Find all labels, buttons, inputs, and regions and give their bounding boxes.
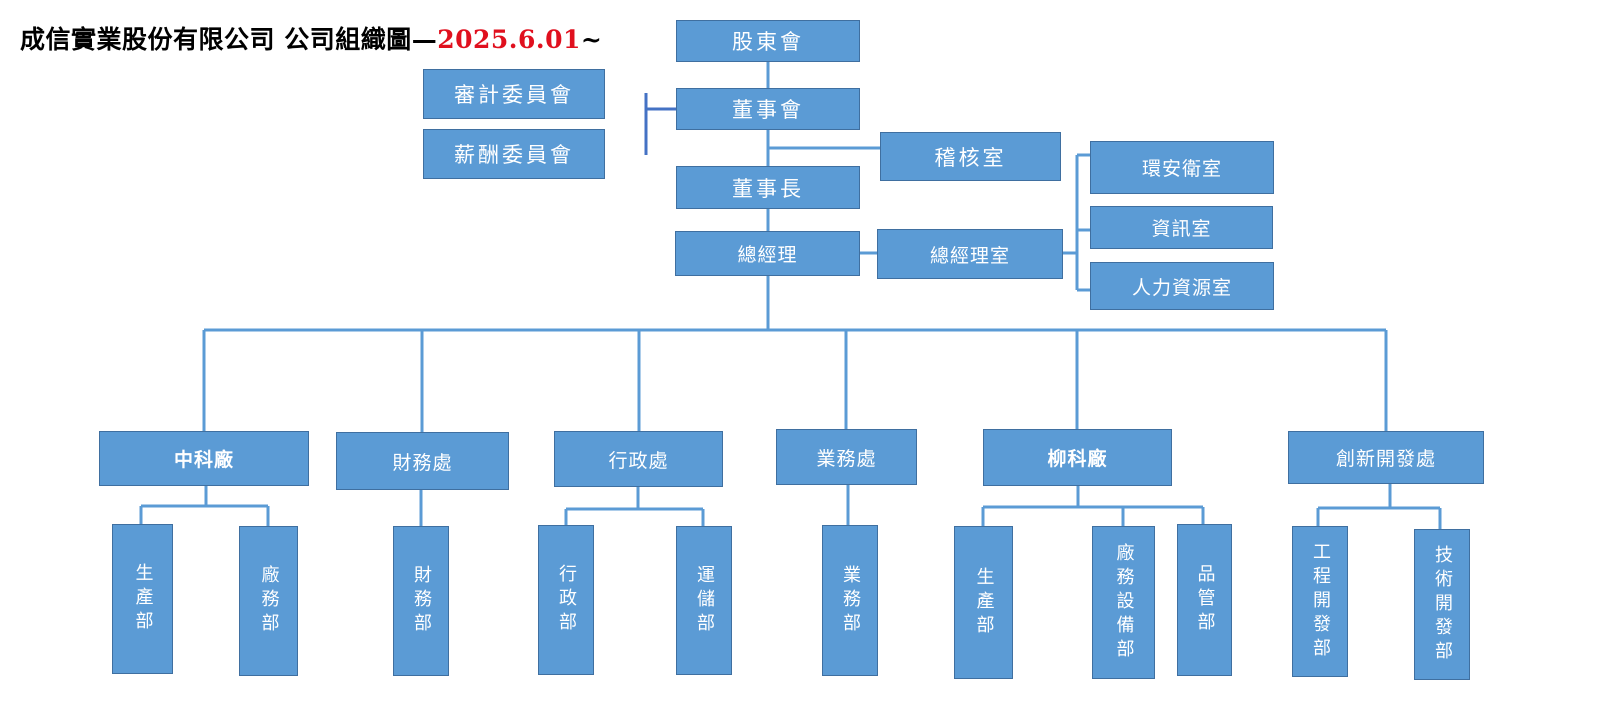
node-audit-office: 稽核室 bbox=[880, 132, 1061, 181]
node-zhongke-plant: 中科廠 bbox=[99, 431, 309, 486]
node-compensation-committee: 薪酬委員會 bbox=[423, 129, 605, 179]
node-business-division: 業務處 bbox=[776, 429, 917, 485]
node-chairman: 董事長 bbox=[676, 166, 860, 209]
node-shareholders: 股東會 bbox=[676, 20, 860, 62]
node-audit-committee: 審計委員會 bbox=[423, 69, 605, 119]
line-staff-offices bbox=[1063, 153, 1090, 292]
node-board: 董事會 bbox=[676, 88, 860, 130]
node-hr-office: 人力資源室 bbox=[1090, 262, 1274, 310]
node-finance-division: 財務處 bbox=[336, 432, 509, 490]
node-president-office: 總經理室 bbox=[877, 229, 1063, 279]
node-env-safety-office: 環安衛室 bbox=[1090, 141, 1274, 194]
line-liuke-depts bbox=[981, 486, 1205, 526]
node-admin-division: 行政處 bbox=[554, 431, 723, 487]
node-qc-dept: 品管部 bbox=[1177, 524, 1232, 676]
node-business-dept: 業務部 bbox=[822, 525, 878, 676]
node-zk-plant-affairs: 廠務部 bbox=[239, 526, 298, 676]
connector-group bbox=[139, 62, 1442, 529]
node-engineering-dev-dept: 工程開發部 bbox=[1292, 526, 1348, 677]
node-tech-dev-dept: 技術開發部 bbox=[1414, 529, 1470, 680]
line-committee-bracket bbox=[644, 93, 676, 155]
node-zk-production: 生產部 bbox=[112, 524, 173, 674]
node-it-office: 資訊室 bbox=[1090, 206, 1273, 249]
page-title: 成信實業股份有限公司 公司組織圖—2025.6.01~ bbox=[20, 20, 602, 56]
node-lk-production: 生產部 bbox=[954, 526, 1013, 679]
node-finance-dept: 財務部 bbox=[393, 526, 449, 676]
node-admin-dept: 行政部 bbox=[538, 525, 594, 675]
line-admin-depts bbox=[564, 487, 705, 526]
node-president: 總經理 bbox=[675, 231, 860, 276]
title-main: 成信實業股份有限公司 公司組織圖— bbox=[20, 25, 438, 54]
node-lk-facility: 廠務設備部 bbox=[1092, 526, 1155, 679]
line-innovation-depts bbox=[1316, 484, 1442, 529]
title-suffix: ~ bbox=[580, 25, 603, 54]
node-liuke-plant: 柳科廠 bbox=[983, 429, 1172, 486]
line-zhongke-depts bbox=[139, 486, 270, 526]
node-innovation-division: 創新開發處 bbox=[1288, 431, 1484, 484]
node-logistics-dept: 運儲部 bbox=[676, 526, 732, 675]
title-date: 2025.6.01 bbox=[437, 25, 581, 54]
